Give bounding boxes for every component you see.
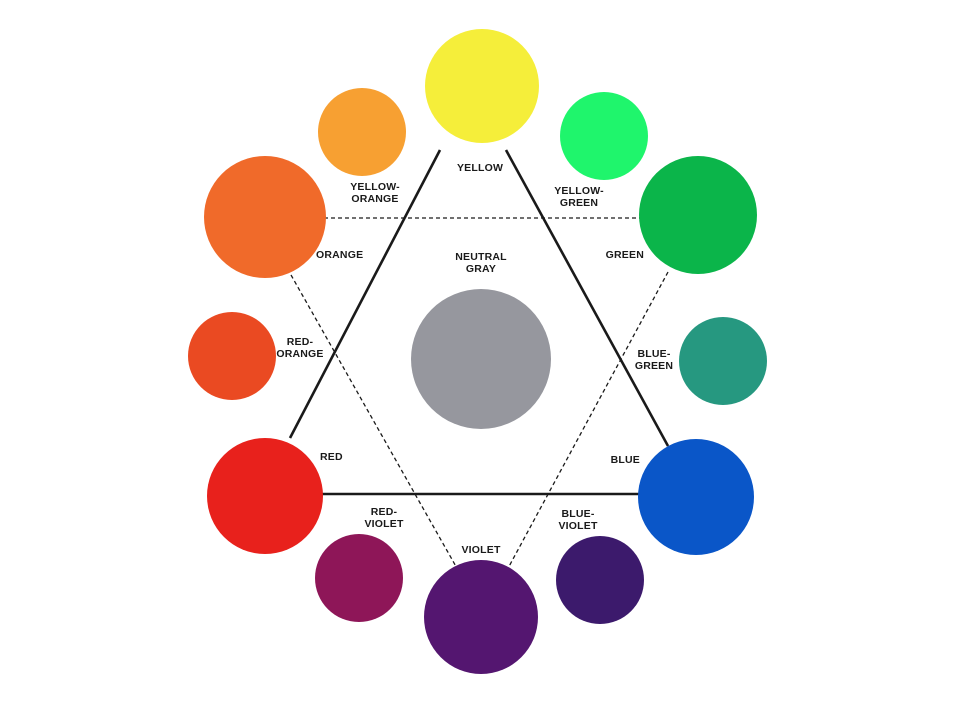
red-orange-circle xyxy=(188,312,276,400)
violet-label: VIOLET xyxy=(461,544,501,556)
yellow-orange-label: YELLOW-ORANGE xyxy=(350,181,400,205)
red-violet-label-line: RED- xyxy=(371,506,398,518)
neutral-gray-label-line: NEUTRAL xyxy=(455,251,507,263)
green-label: GREEN xyxy=(606,249,644,261)
yellow-orange-label-line: YELLOW- xyxy=(350,181,400,193)
blue-label-line: BLUE xyxy=(611,454,640,466)
blue-violet-label: BLUE-VIOLET xyxy=(558,508,598,532)
blue-label: BLUE xyxy=(611,454,640,466)
blue-green-circle xyxy=(679,317,767,405)
yellow-green-label-line: YELLOW- xyxy=(554,185,604,197)
orange-label: ORANGE xyxy=(316,249,363,261)
yellow-label-line: YELLOW xyxy=(457,162,503,174)
green-label-line: GREEN xyxy=(606,249,644,261)
yellow-circle xyxy=(425,29,539,143)
blue-green-label-line: GREEN xyxy=(635,360,673,372)
blue-circle xyxy=(638,439,754,555)
connector-lines xyxy=(288,149,670,573)
neutral-gray-circle xyxy=(411,289,551,429)
violet-label-line: VIOLET xyxy=(461,544,501,556)
yellow-orange-circle xyxy=(318,88,406,176)
secondary-triangle-edge xyxy=(505,271,669,573)
violet-circle xyxy=(424,560,538,674)
primary-triangle-edge xyxy=(504,149,670,447)
secondary-triangle-edge xyxy=(290,274,459,571)
red-violet-label-line: VIOLET xyxy=(364,518,404,530)
red-orange-label-line: RED- xyxy=(287,336,314,348)
green-circle xyxy=(639,156,757,274)
blue-violet-label-line: BLUE- xyxy=(561,508,594,520)
yellow-green-label-line: GREEN xyxy=(560,197,598,209)
blue-green-label: BLUE-GREEN xyxy=(635,348,673,372)
yellow-green-label: YELLOW-GREEN xyxy=(554,185,604,209)
color-circles xyxy=(188,29,767,674)
blue-violet-label-line: VIOLET xyxy=(558,520,598,532)
neutral-gray-label-line: GRAY xyxy=(466,263,496,275)
red-violet-label: RED-VIOLET xyxy=(364,506,404,530)
red-label-line: RED xyxy=(320,451,343,463)
orange-circle xyxy=(204,156,326,278)
red-circle xyxy=(207,438,323,554)
red-orange-label-line: ORANGE xyxy=(276,348,323,360)
blue-green-label-line: BLUE- xyxy=(637,348,670,360)
red-orange-label: RED-ORANGE xyxy=(276,336,323,360)
yellow-green-circle xyxy=(560,92,648,180)
yellow-orange-label-line: ORANGE xyxy=(351,193,398,205)
red-label: RED xyxy=(320,451,343,463)
blue-violet-circle xyxy=(556,536,644,624)
primary-triangle-edge xyxy=(288,149,442,439)
red-violet-circle xyxy=(315,534,403,622)
yellow-label: YELLOW xyxy=(457,162,503,174)
orange-label-line: ORANGE xyxy=(316,249,363,261)
